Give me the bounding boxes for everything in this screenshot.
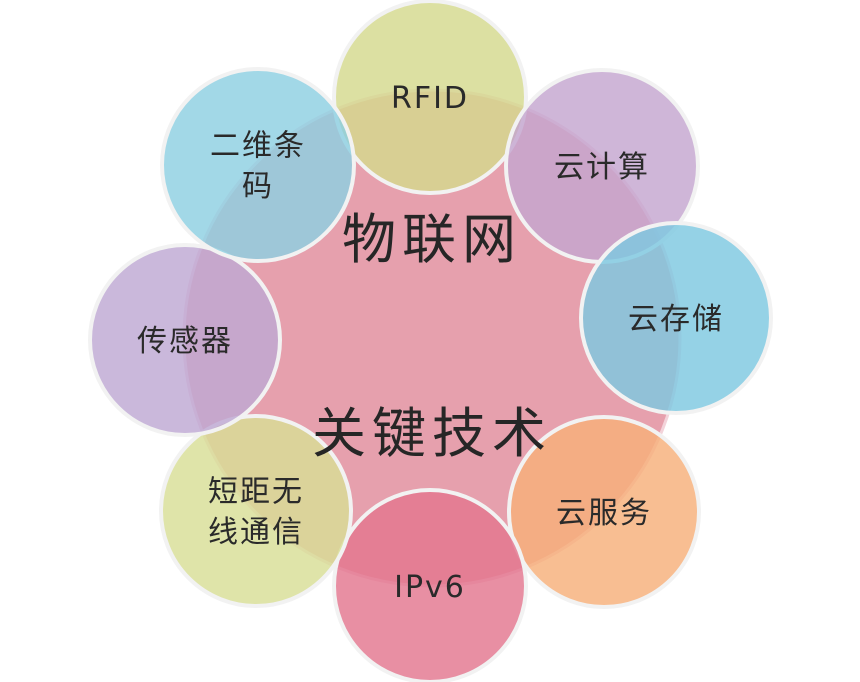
node-circle-ipv6	[332, 488, 528, 682]
node-circle-barcode	[160, 67, 356, 263]
node-label-short-range-wireless-line2: 线通信	[208, 515, 304, 550]
node-label-barcode-line2: 码	[242, 169, 274, 204]
node-label-cloud-storage: 云存储	[628, 302, 724, 337]
node-circle-short-range-wireless	[159, 414, 353, 608]
node-circle-rfid	[332, 0, 528, 195]
node-circle-sensor	[88, 243, 282, 437]
node-label-cloud-computing: 云计算	[554, 150, 650, 185]
node-label-barcode-line1: 二维条	[210, 129, 306, 164]
node-label-rfid: RFID	[391, 81, 469, 116]
node-label-sensor: 传感器	[137, 324, 233, 359]
center-title-line1: 物联网	[342, 208, 522, 271]
node-label-ipv6: IPv6	[394, 570, 466, 605]
node-circle-cloud-service	[507, 415, 701, 609]
node-circle-cloud-storage	[579, 221, 773, 415]
node-circles	[88, 0, 773, 682]
center-title-line2: 关键技术	[312, 402, 552, 465]
node-label-short-range-wireless-line1: 短距无	[208, 475, 304, 510]
node-label-cloud-service: 云服务	[556, 496, 652, 531]
